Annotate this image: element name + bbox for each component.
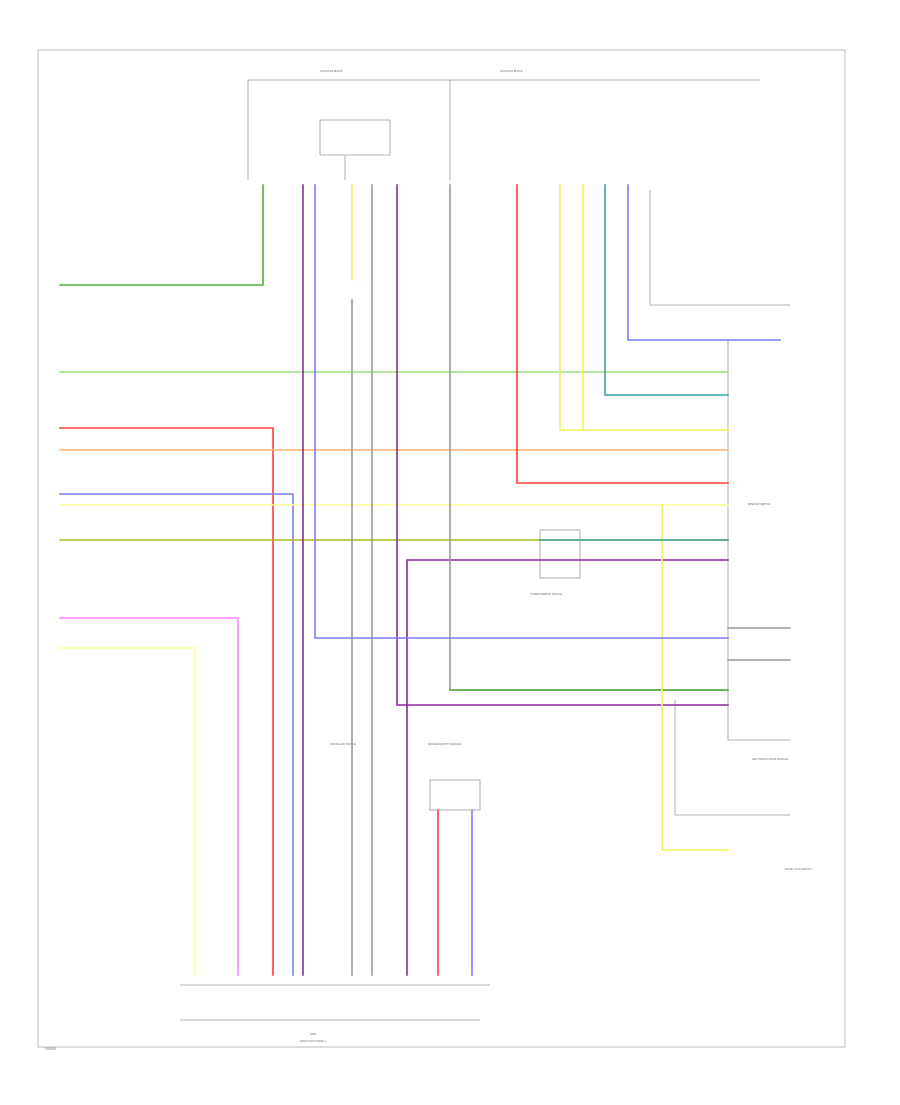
junction-label-left: JUNCTION BLOCK: [320, 69, 343, 73]
wire-purple-11: [406, 559, 729, 976]
top-junction-blocks: JUNCTION BLOCK JUNCTION BLOCK: [247, 69, 760, 180]
wire-yellow-18: [559, 184, 729, 431]
wire-blue-4: [59, 493, 294, 976]
wire-gray-15: [449, 184, 729, 691]
keyless-entry-module-box: [429, 779, 481, 811]
right-module-bracket: [727, 340, 790, 741]
diagram-frame: [37, 49, 846, 1048]
wire-pale-yellow-8: [59, 647, 196, 976]
wire-green-0: [59, 184, 264, 286]
door-lock-switch-label: DOOR LOCK SWITCH: [785, 867, 812, 871]
ground-label: G201: [310, 1032, 317, 1036]
power-mirror-switch-box: [539, 529, 581, 579]
wire-teal-20: [604, 184, 729, 396]
right-module-label: LEFT FRONT DOOR MODULE: [752, 757, 788, 761]
wire-blue-23: [314, 184, 729, 639]
right-lower-bracket: [674, 700, 790, 816]
footer-code: FK6000: [45, 1047, 56, 1051]
wire-violet-7: [59, 617, 239, 976]
window-switch-label: WINDOW SWITCH: [748, 502, 770, 506]
ground-sublabel: (RIGHT KICK PANEL): [300, 1039, 326, 1043]
wire-red-17: [516, 184, 729, 484]
junction-label-right: JUNCTION BLOCK: [500, 69, 523, 73]
door-ajar-switch-label: DOOR AJAR SWITCH: [330, 742, 356, 746]
wires: [59, 184, 791, 976]
power-mirror-switch-label: POWER MIRROR SWITCH: [530, 592, 562, 596]
wire-yellow-22: [661, 504, 729, 851]
right-upper-bracket: [649, 190, 790, 306]
keyless-entry-module-label: KEYLESS ENTRY MODULE: [428, 742, 461, 746]
wire-purple-10: [396, 184, 729, 706]
wire-red-2: [59, 427, 274, 976]
wire-blue-21: [627, 184, 781, 341]
